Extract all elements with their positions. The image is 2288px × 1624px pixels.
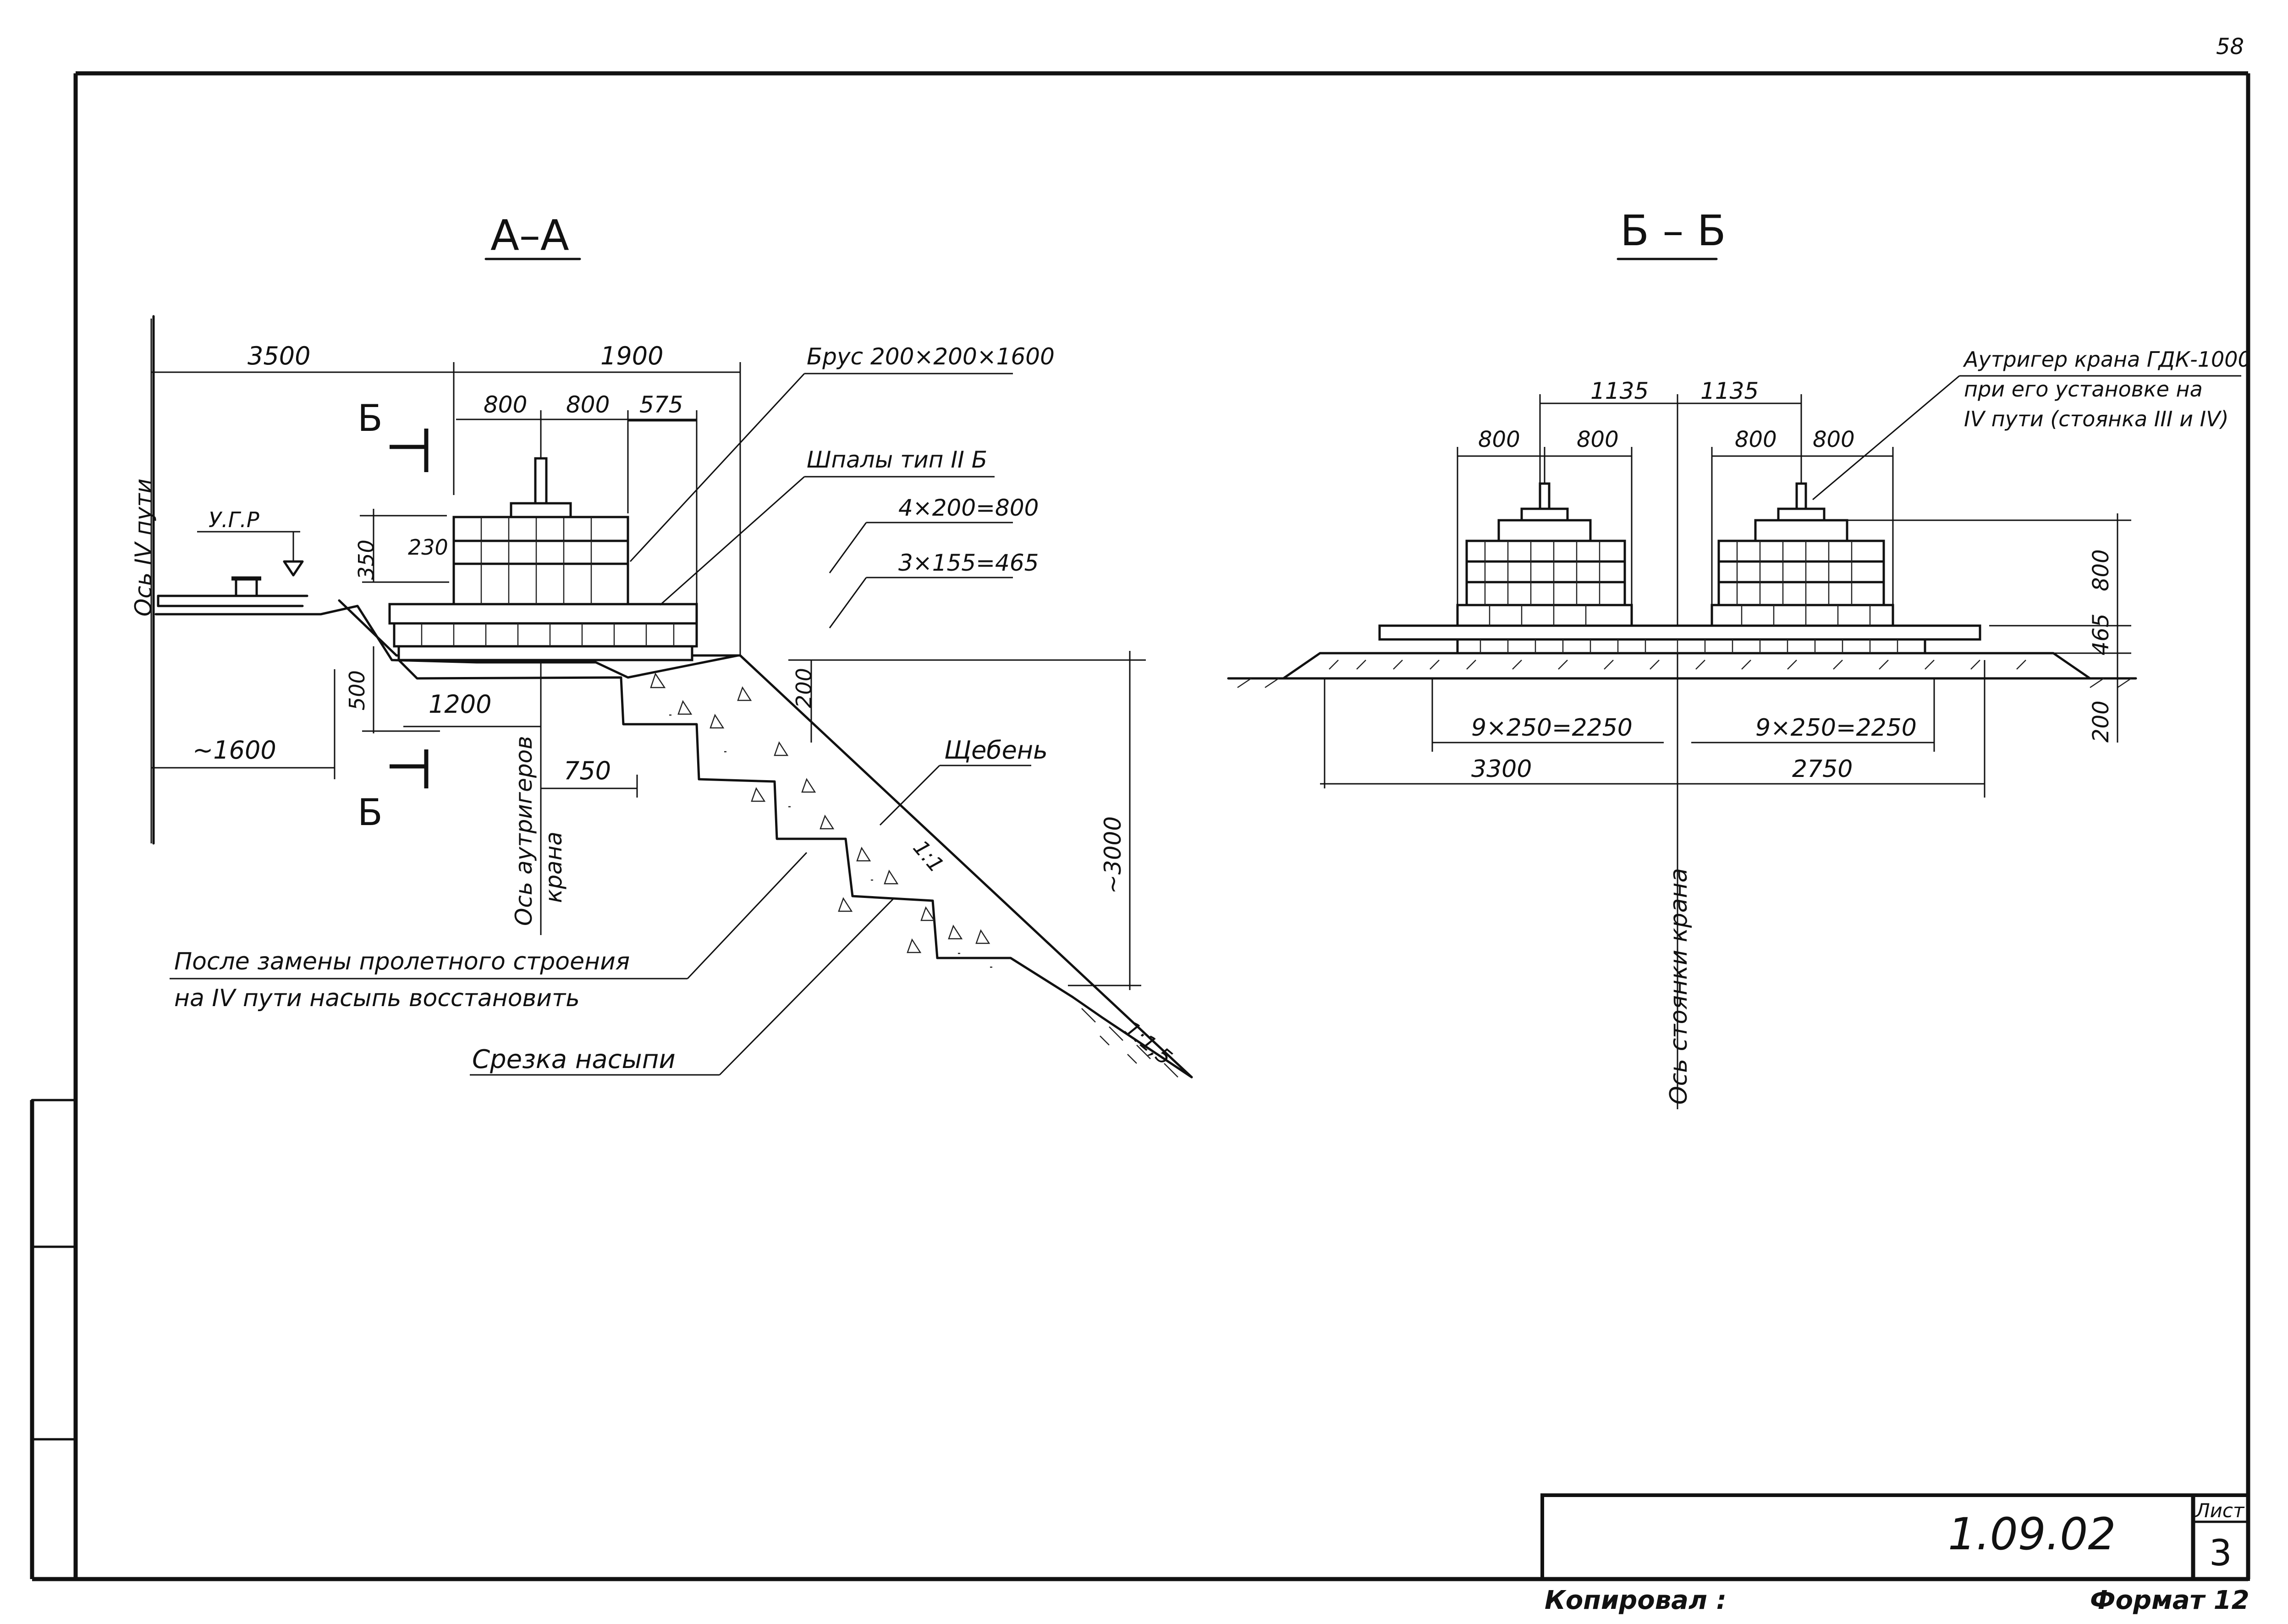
section-b-geometry <box>1227 375 2241 1109</box>
section-b-title: Б – Б <box>1620 206 1726 255</box>
dim-465-right: 465 <box>2088 613 2114 655</box>
callout-outrigger-1: Аутригер крана ГДК-1000 <box>1963 347 2251 372</box>
dim-800-b: 800 <box>566 391 610 418</box>
outrigger-axis-2: крана <box>540 831 567 903</box>
dim-2250-a: 9×250=2250 <box>1471 714 1633 742</box>
dim-1200: 1200 <box>429 690 491 719</box>
title-block <box>1540 1493 2250 1581</box>
dim-1135-b: 1135 <box>1700 378 1759 404</box>
note-line-1: После замены пролетного строения <box>174 948 630 975</box>
section-a-title-group: А–А <box>484 211 581 260</box>
note-line-2: на IV пути насыпь восстановить <box>174 985 580 1012</box>
page-number: 58 <box>2216 34 2244 60</box>
callout-crushed-stone: Щебень <box>944 736 1048 765</box>
crane-axis-label: Ось стоянки крана <box>1665 868 1693 1105</box>
dim-200-a: 200 <box>792 668 816 708</box>
dim-2250-b: 9×250=2250 <box>1755 714 1917 742</box>
crushed-stone-hatch <box>650 672 992 968</box>
doc-number: 1.09.02 <box>1948 1508 2116 1560</box>
slope-1: 1:1 <box>908 835 949 877</box>
dim-3000: ~3000 <box>1100 816 1126 894</box>
cut-label: Срезка насыпи <box>472 1045 676 1074</box>
cut-mark-bottom: Б <box>358 791 383 834</box>
section-a-geometry <box>150 315 1193 1079</box>
sheet-label: Лист <box>2194 1499 2245 1522</box>
dim-800-a: 800 <box>484 391 527 418</box>
section-a-title: А–А <box>490 211 569 260</box>
dim-575: 575 <box>639 391 683 418</box>
dim-230: 230 <box>408 535 448 560</box>
callout-beam: Брус 200×200×1600 <box>807 343 1055 370</box>
format-label: Формат 12 <box>2090 1585 2250 1615</box>
callout-outrigger-2: при его установке на <box>1964 377 2203 402</box>
section-b-labels: 1135 1135 800 800 800 800 800 465 200 9×… <box>1471 347 2251 1105</box>
dim-2750: 2750 <box>1792 755 1853 783</box>
callout-layers-1: 4×200=800 <box>898 495 1039 521</box>
section-b-title-group: Б – Б <box>1617 206 1726 260</box>
dim-800-f: 800 <box>1813 427 1855 452</box>
dim-1600: ~1600 <box>192 736 276 765</box>
callout-layers-2: 3×155=465 <box>898 550 1039 576</box>
dim-800-e: 800 <box>1735 427 1777 452</box>
dim-3500: 3500 <box>248 341 310 370</box>
dim-800-c: 800 <box>1478 427 1520 452</box>
cut-mark-top: Б <box>358 397 383 440</box>
dim-500: 500 <box>345 670 369 710</box>
copied-by: Копировал : <box>1545 1585 1727 1615</box>
dim-200-right: 200 <box>2088 700 2114 743</box>
callout-outrigger-3: IV пути (стоянка III и IV) <box>1964 407 2229 431</box>
dim-350: 350 <box>354 539 379 580</box>
rail-level-label: У.Г.Р <box>209 507 259 532</box>
dim-1135-a: 1135 <box>1590 378 1649 404</box>
dim-1900: 1900 <box>600 341 663 370</box>
callout-sleepers: Шпалы тип II Б <box>807 446 987 473</box>
sheet-number: 3 <box>2209 1533 2232 1574</box>
track-axis-label: Ось IV пути <box>130 479 157 617</box>
dim-3300: 3300 <box>1471 755 1532 783</box>
dim-800-right: 800 <box>2088 549 2114 591</box>
dim-800-d: 800 <box>1577 427 1619 452</box>
dim-750: 750 <box>564 756 611 785</box>
outrigger-axis-1: Ось аутригеров <box>511 736 537 926</box>
